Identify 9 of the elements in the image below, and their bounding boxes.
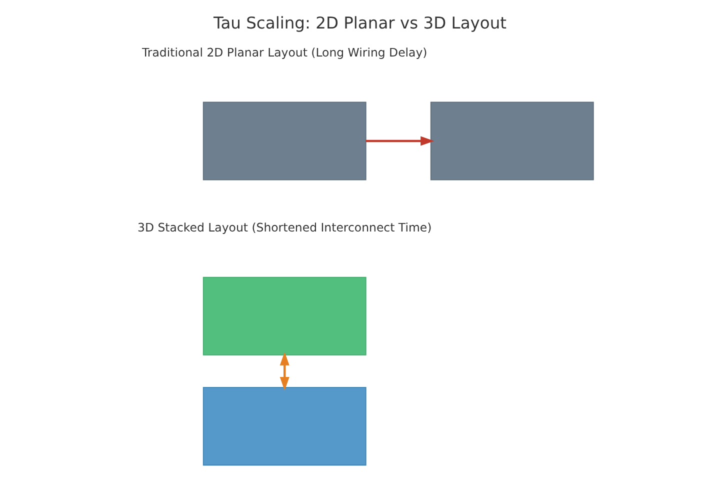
- arrow: [279, 352, 289, 391]
- node-box: [430, 102, 594, 180]
- diagram-title: Tau Scaling: 2D Planar vs 3D Layout: [212, 13, 506, 32]
- node-box: [202, 102, 366, 180]
- node-box: [202, 276, 366, 356]
- node-box: [202, 387, 366, 466]
- arrow: [365, 136, 434, 146]
- label: 3D Stacked Layout (Shortened Interconnect Time): [137, 220, 432, 235]
- label: Traditional 2D Planar Layout (Long Wiring Delay): [141, 45, 427, 60]
